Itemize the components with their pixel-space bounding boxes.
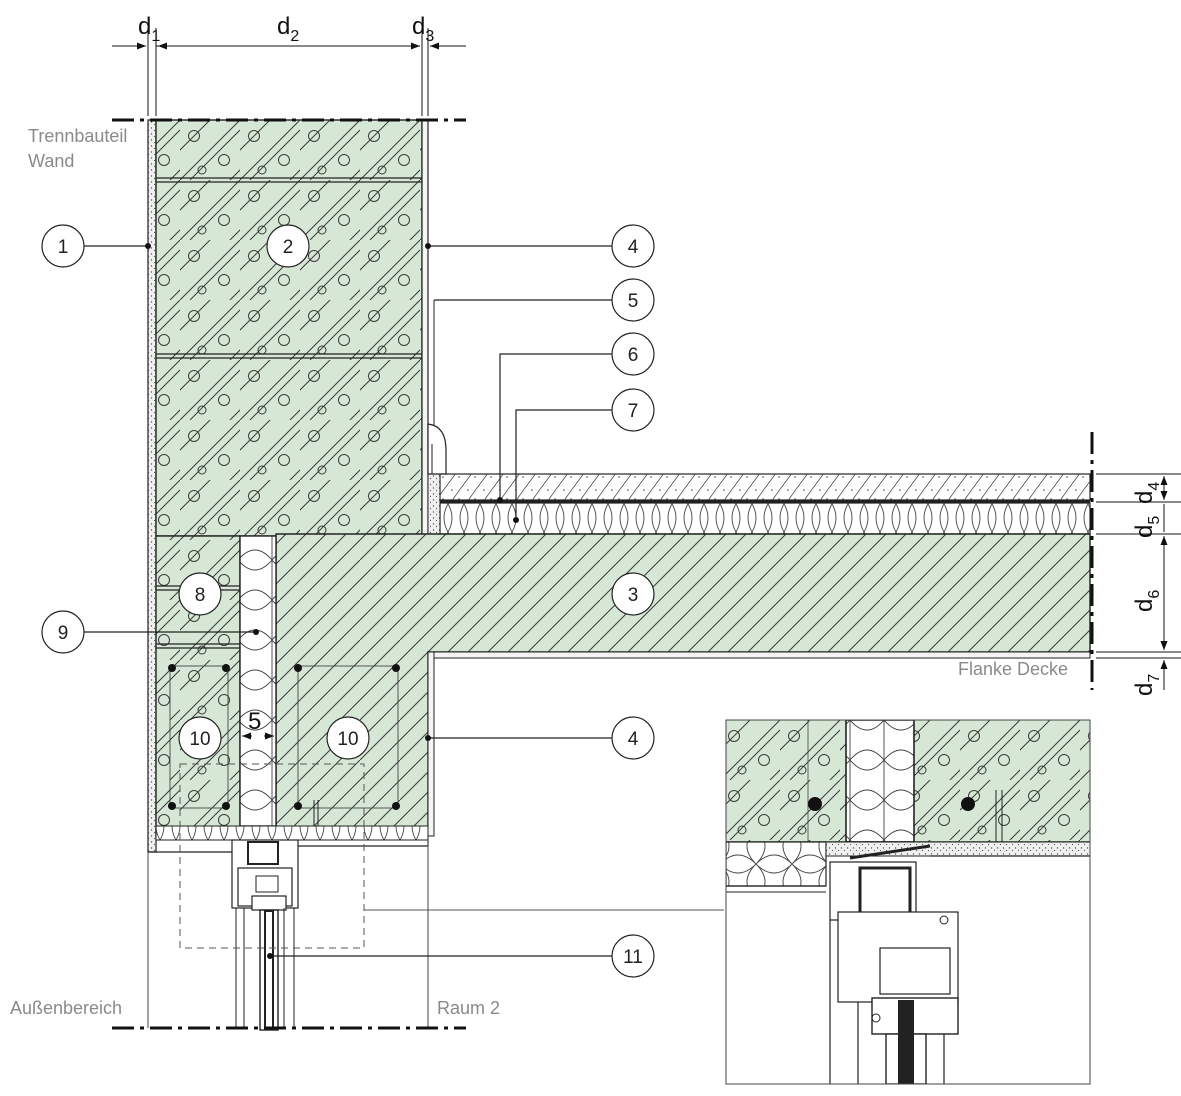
dim-d3: d3	[412, 13, 434, 45]
reinforcement-cage-right	[297, 665, 399, 809]
right-dimension-chain: d4 d5 d6 d7	[1096, 473, 1181, 696]
callout-3: 3	[611, 572, 655, 616]
svg-text:4: 4	[628, 729, 639, 750]
svg-text:7: 7	[628, 401, 639, 422]
screed-layer	[439, 473, 1091, 501]
dim-d2: d2	[277, 13, 299, 45]
gap-dimension: 5	[242, 708, 274, 740]
label-wall-line1: Trennbauteil	[28, 126, 127, 146]
interior-plaster-lower	[427, 651, 435, 837]
window-frame	[231, 839, 299, 1031]
svg-text:2: 2	[283, 237, 294, 258]
svg-text:1: 1	[58, 237, 69, 258]
skirting-board	[427, 423, 447, 475]
callout-6: 6	[611, 332, 655, 376]
svg-text:6: 6	[628, 345, 639, 366]
svg-text:10: 10	[337, 729, 358, 750]
label-room: Raum 2	[437, 998, 500, 1018]
reinforcement-cage-left	[169, 665, 229, 809]
top-dimension-chain: d1 d2 d3	[112, 13, 466, 116]
callouts: 1 2 3 4 4 5 6 7 8 9 10 10 11	[41, 224, 655, 978]
impact-insulation-layer	[439, 502, 1091, 535]
dim-d6: d6	[1131, 590, 1163, 612]
svg-text:4: 4	[628, 237, 639, 258]
dim-d7: d7	[1131, 674, 1163, 696]
callout-11: 11	[611, 934, 655, 978]
callout-7: 7	[611, 388, 655, 432]
svg-text:10: 10	[189, 729, 210, 750]
detail-reference-box	[179, 763, 365, 949]
wall-section	[147, 119, 429, 853]
lintel-bottom-insulation	[155, 825, 429, 841]
exterior-plaster-layer	[147, 119, 157, 853]
callout-4-upper: 4	[611, 224, 655, 268]
label-outside: Außenbereich	[10, 998, 122, 1018]
callout-10-right: 10	[326, 716, 370, 760]
svg-text:3: 3	[628, 585, 639, 606]
svg-text:11: 11	[623, 947, 643, 968]
callout-9: 9	[41, 610, 85, 654]
separation-layer	[440, 500, 1090, 503]
dim-d4: d4	[1131, 482, 1163, 504]
callout-1: 1	[41, 224, 85, 268]
floor-buildup	[427, 300, 1091, 535]
dim-gap: 5	[248, 708, 261, 735]
detail-enlargement	[725, 719, 1091, 1085]
ceiling-plaster-layer	[427, 651, 1091, 659]
interior-plaster-layer	[421, 119, 429, 536]
callout-4-lower: 4	[611, 716, 655, 760]
label-ceiling: Flanke Decke	[958, 659, 1068, 679]
callout-8: 8	[178, 572, 222, 616]
svg-text:8: 8	[195, 585, 206, 606]
core-insulation	[239, 535, 277, 827]
callout-10-left: 10	[178, 716, 222, 760]
dim-d1: d1	[138, 13, 160, 45]
callout-5: 5	[611, 278, 655, 322]
svg-text:9: 9	[58, 623, 69, 644]
label-wall-line2: Wand	[28, 151, 74, 171]
callout-2: 2	[266, 224, 310, 268]
svg-text:5: 5	[628, 291, 639, 312]
edge-insulation-strip	[427, 471, 441, 535]
dim-d5: d5	[1131, 516, 1163, 538]
